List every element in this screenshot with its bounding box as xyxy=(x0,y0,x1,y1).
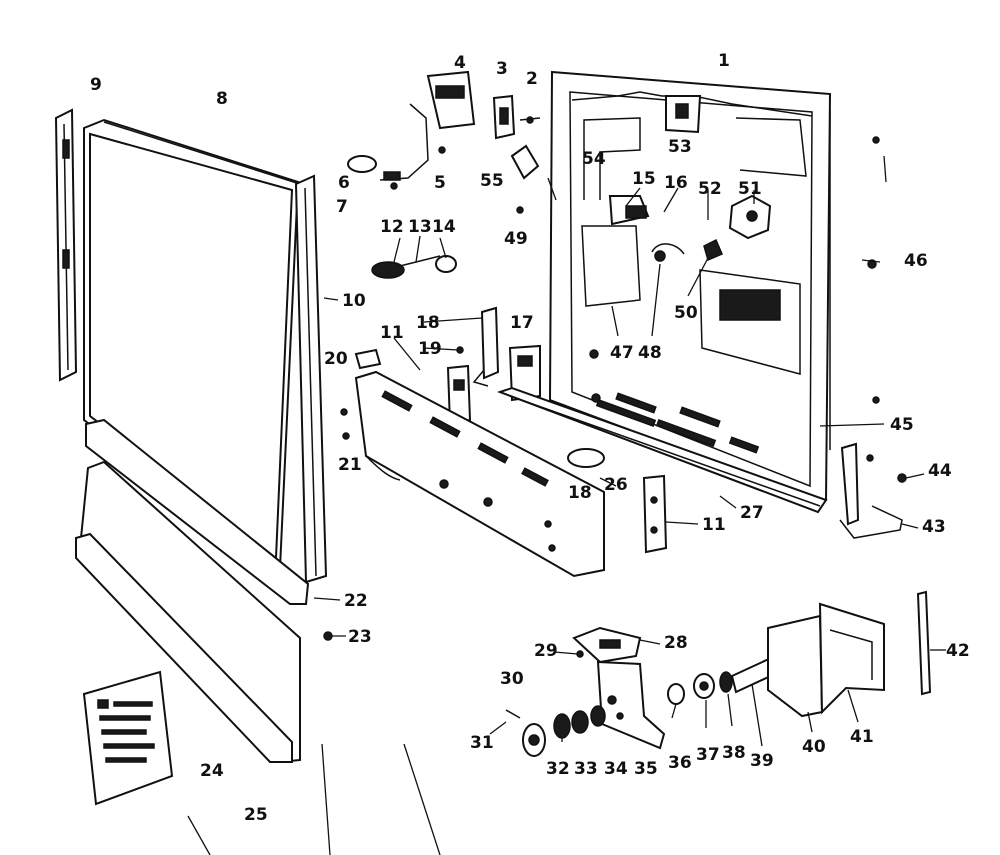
part-label: 28 xyxy=(664,633,688,653)
door-side-channel-part xyxy=(294,174,328,584)
part-label: 20 xyxy=(324,349,348,369)
part-label: 5 xyxy=(434,173,446,193)
part-label: 41 xyxy=(850,727,874,747)
inner-door-liner-part xyxy=(548,70,832,501)
part-label: 12 xyxy=(380,217,404,237)
part-label: 24 xyxy=(200,761,224,781)
part-label: 33 xyxy=(574,759,598,779)
part-label: 10 xyxy=(342,291,366,311)
part-label: 45 xyxy=(890,415,914,435)
part-label: 50 xyxy=(674,303,698,323)
part-label: 18 xyxy=(568,483,592,503)
dispenser-mechanism-part xyxy=(608,195,723,262)
part-label: 43 xyxy=(922,517,946,537)
part-label: 15 xyxy=(632,169,656,189)
part-number-labels: 1 2 3 4 5 6 7 8 9 10 11 11 12 13 14 15 1… xyxy=(90,51,970,825)
part-label: 35 xyxy=(634,759,658,779)
part-label: 4 xyxy=(454,53,466,73)
door-switch-part xyxy=(510,144,540,180)
door-stop-block-part xyxy=(354,348,382,370)
part-label: 2 xyxy=(526,69,538,89)
hinge-arm-upper-part xyxy=(446,364,472,426)
part-label: 18 xyxy=(416,313,440,333)
part-label: 47 xyxy=(610,343,634,363)
part-label: 30 xyxy=(500,669,524,689)
part-label: 46 xyxy=(904,251,928,271)
spring-rod-part xyxy=(916,590,932,696)
part-label: 52 xyxy=(698,179,722,199)
instruction-booklet-part xyxy=(82,670,174,806)
part-label: 19 xyxy=(418,339,442,359)
part-label: 26 xyxy=(604,475,628,495)
leader-lines xyxy=(187,155,946,855)
control-panel-part xyxy=(354,370,605,578)
part-label: 13 xyxy=(408,217,432,237)
part-label: 9 xyxy=(90,75,102,95)
part-label: 16 xyxy=(664,173,688,193)
fasteners xyxy=(323,116,907,658)
lower-rail-part xyxy=(497,386,828,514)
part-label: 6 xyxy=(338,173,350,193)
part-label: 31 xyxy=(470,733,494,753)
door-bottom-trim-part xyxy=(85,418,310,605)
part-label: 40 xyxy=(802,737,826,757)
part-label: 17 xyxy=(510,313,534,333)
part-label: 39 xyxy=(750,751,774,771)
part-label: 11 xyxy=(380,323,404,343)
selector-knob-part xyxy=(567,448,605,468)
part-label: 3 xyxy=(496,59,508,79)
part-label: 36 xyxy=(668,753,692,773)
part-label: 48 xyxy=(638,343,662,363)
part-label: 32 xyxy=(546,759,570,779)
part-label: 54 xyxy=(582,149,606,169)
part-label: 1 xyxy=(718,51,730,71)
mounting-bracket-part xyxy=(572,626,642,664)
hinge-bracket-upper-part xyxy=(472,306,500,387)
part-label: 25 xyxy=(244,805,268,825)
part-label: 29 xyxy=(534,641,558,661)
part-label: 44 xyxy=(928,461,952,481)
door-latch-assembly-part xyxy=(379,70,476,181)
part-label: 21 xyxy=(338,455,362,475)
bearing-stack-part xyxy=(505,705,606,757)
dispenser-knob-part xyxy=(728,194,772,240)
side-trim-strip-part xyxy=(54,108,78,382)
lever-spring-assembly-part xyxy=(371,255,457,279)
part-label: 38 xyxy=(722,743,746,763)
part-label: 7 xyxy=(336,197,348,217)
part-label: 34 xyxy=(604,759,628,779)
latch-strike-part xyxy=(492,94,516,140)
hinge-housing-part xyxy=(767,602,885,718)
hinge-bracket-right-part xyxy=(839,442,903,539)
hinge-arm-lower-part xyxy=(642,474,668,554)
part-label: 14 xyxy=(432,217,456,237)
part-label: 49 xyxy=(504,229,528,249)
part-label: 42 xyxy=(946,641,970,661)
part-label: 22 xyxy=(344,591,368,611)
latch-bracket-part xyxy=(665,95,702,134)
hinge-plate-lower-part xyxy=(596,660,666,750)
washer-set-part xyxy=(667,671,733,705)
part-label: 37 xyxy=(696,745,720,765)
part-label: 53 xyxy=(668,137,692,157)
part-label: 11 xyxy=(702,515,726,535)
switch-actuator-part xyxy=(347,155,377,173)
part-label: 55 xyxy=(480,171,504,191)
part-label: 27 xyxy=(740,503,764,523)
part-label: 51 xyxy=(738,179,762,199)
hinge-plate-part xyxy=(508,344,541,402)
part-label: 23 xyxy=(348,627,372,647)
lower-access-panel-part xyxy=(75,460,301,764)
part-label: 8 xyxy=(216,89,228,109)
